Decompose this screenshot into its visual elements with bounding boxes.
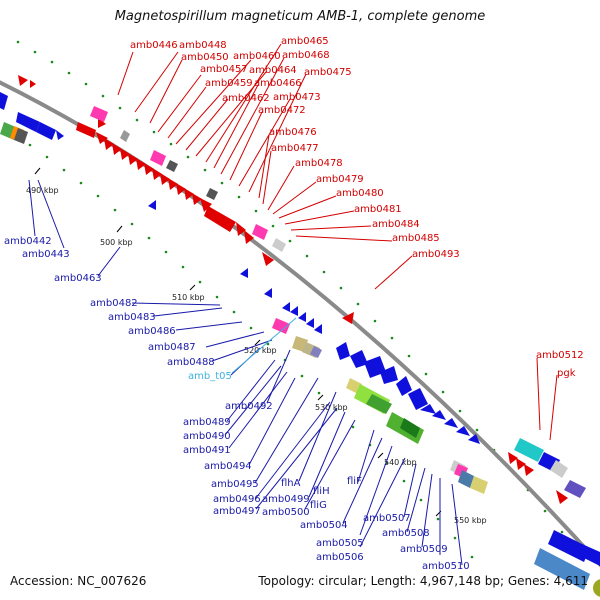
gene-label: amb0490	[183, 431, 231, 442]
reverse-strand-genes[interactable]	[0, 92, 600, 566]
gene-label: amb0465	[281, 36, 329, 47]
gene-label: amb0468	[282, 50, 330, 61]
gene-label: amb0494	[204, 461, 252, 472]
gc-content-track	[16, 40, 581, 559]
gene-label: amb0482	[90, 298, 138, 309]
gene-label: amb0450	[181, 52, 229, 63]
tick-label: 510 kbp	[172, 293, 205, 302]
gene-label: amb0500	[262, 507, 310, 518]
position-ticks	[34, 167, 442, 517]
gene-label: amb0486	[128, 326, 176, 337]
gene-label: amb0508	[382, 528, 430, 539]
tick-label: 550 kbp	[454, 516, 487, 525]
gene-label: amb0507	[363, 513, 411, 524]
gene-label: amb0495	[211, 479, 259, 490]
gene-label: amb0446	[130, 40, 178, 51]
gene-label: amb0492	[225, 401, 273, 412]
gene-label: amb0497	[213, 506, 261, 517]
gene-label: amb0478	[295, 158, 343, 169]
gene-label: fliG	[310, 500, 327, 511]
forward-strand-genes[interactable]	[18, 75, 568, 504]
gene-label: amb0487	[148, 342, 196, 353]
gene-label: amb0443	[22, 249, 70, 260]
reverse-strand-special-genes[interactable]	[0, 122, 590, 590]
gene-label: amb0479	[316, 174, 364, 185]
gene-label: amb0464	[249, 65, 297, 76]
blue-leader-lines	[28, 179, 463, 566]
gene-label: amb0509	[400, 544, 448, 555]
gene-label: amb0510	[422, 561, 470, 572]
gene-label: amb0459	[205, 78, 253, 89]
gene-label: amb0475	[304, 67, 352, 78]
accession-text: Accession: NC_007626	[10, 574, 147, 588]
gene-label: amb0496	[213, 494, 261, 505]
gene-label: amb0462	[222, 93, 270, 104]
gene-label: amb0480	[336, 188, 384, 199]
gene-label: amb0473	[273, 92, 321, 103]
gene-label: amb0499	[262, 494, 310, 505]
gene-label: amb0466	[254, 78, 302, 89]
red-leader-lines	[117, 43, 558, 441]
topology-value: Topology: circular; Length: 4,967,148 bp…	[258, 574, 588, 588]
gene-label: amb0506	[316, 552, 364, 563]
gene-label: amb0491	[183, 445, 231, 456]
tick-label: 540 kbp	[384, 458, 417, 467]
gene-label: amb0481	[354, 204, 402, 215]
gene-label: amb0504	[300, 520, 348, 531]
gene-label: amb0505	[316, 538, 364, 549]
map-title: Magnetospirillum magneticum AMB-1, compl…	[114, 9, 486, 24]
gene-label: amb0493	[412, 249, 460, 260]
gene-label: amb0442	[4, 236, 52, 247]
reverse-gene-labels: amb0442 amb0443 amb0463 amb0482 amb0483 …	[4, 236, 470, 572]
gene-label: amb0484	[372, 219, 420, 230]
gene-label: fliH	[313, 486, 330, 497]
gene-label: amb0489	[183, 417, 231, 428]
gene-label: flhA	[281, 478, 301, 489]
gene-label: amb0485	[392, 233, 440, 244]
gene-label: amb0476	[269, 127, 317, 138]
gene-label: pgk	[557, 368, 576, 379]
gene-label: fliF	[347, 476, 362, 487]
gene-label: amb_t05	[188, 371, 232, 382]
gene-label: amb0477	[271, 143, 319, 154]
gene-label: amb0463	[54, 273, 102, 284]
gene-label: amb0483	[108, 312, 156, 323]
gene-label: amb0512	[536, 350, 584, 361]
topology-text: Topology: circular; Length: 4,967,148 bp…	[258, 574, 588, 588]
forward-strand-special-genes[interactable]	[90, 106, 568, 478]
tick-label: 500 kbp	[100, 238, 133, 247]
gene-label: amb0457	[200, 64, 248, 75]
gene-label: amb0448	[179, 40, 227, 51]
gene-label: amb0460	[233, 51, 281, 62]
forward-gene-labels: amb0446 amb0448 amb0450 amb0457 amb0459 …	[130, 36, 584, 379]
legend-swatch	[593, 579, 600, 597]
tick-label: 530 kbp	[315, 403, 348, 412]
gene-label: amb0472	[258, 105, 306, 116]
tick-label: 520 kbp	[244, 346, 277, 355]
gene-label: amb0488	[167, 357, 215, 368]
cyan-leader-line	[231, 317, 297, 374]
